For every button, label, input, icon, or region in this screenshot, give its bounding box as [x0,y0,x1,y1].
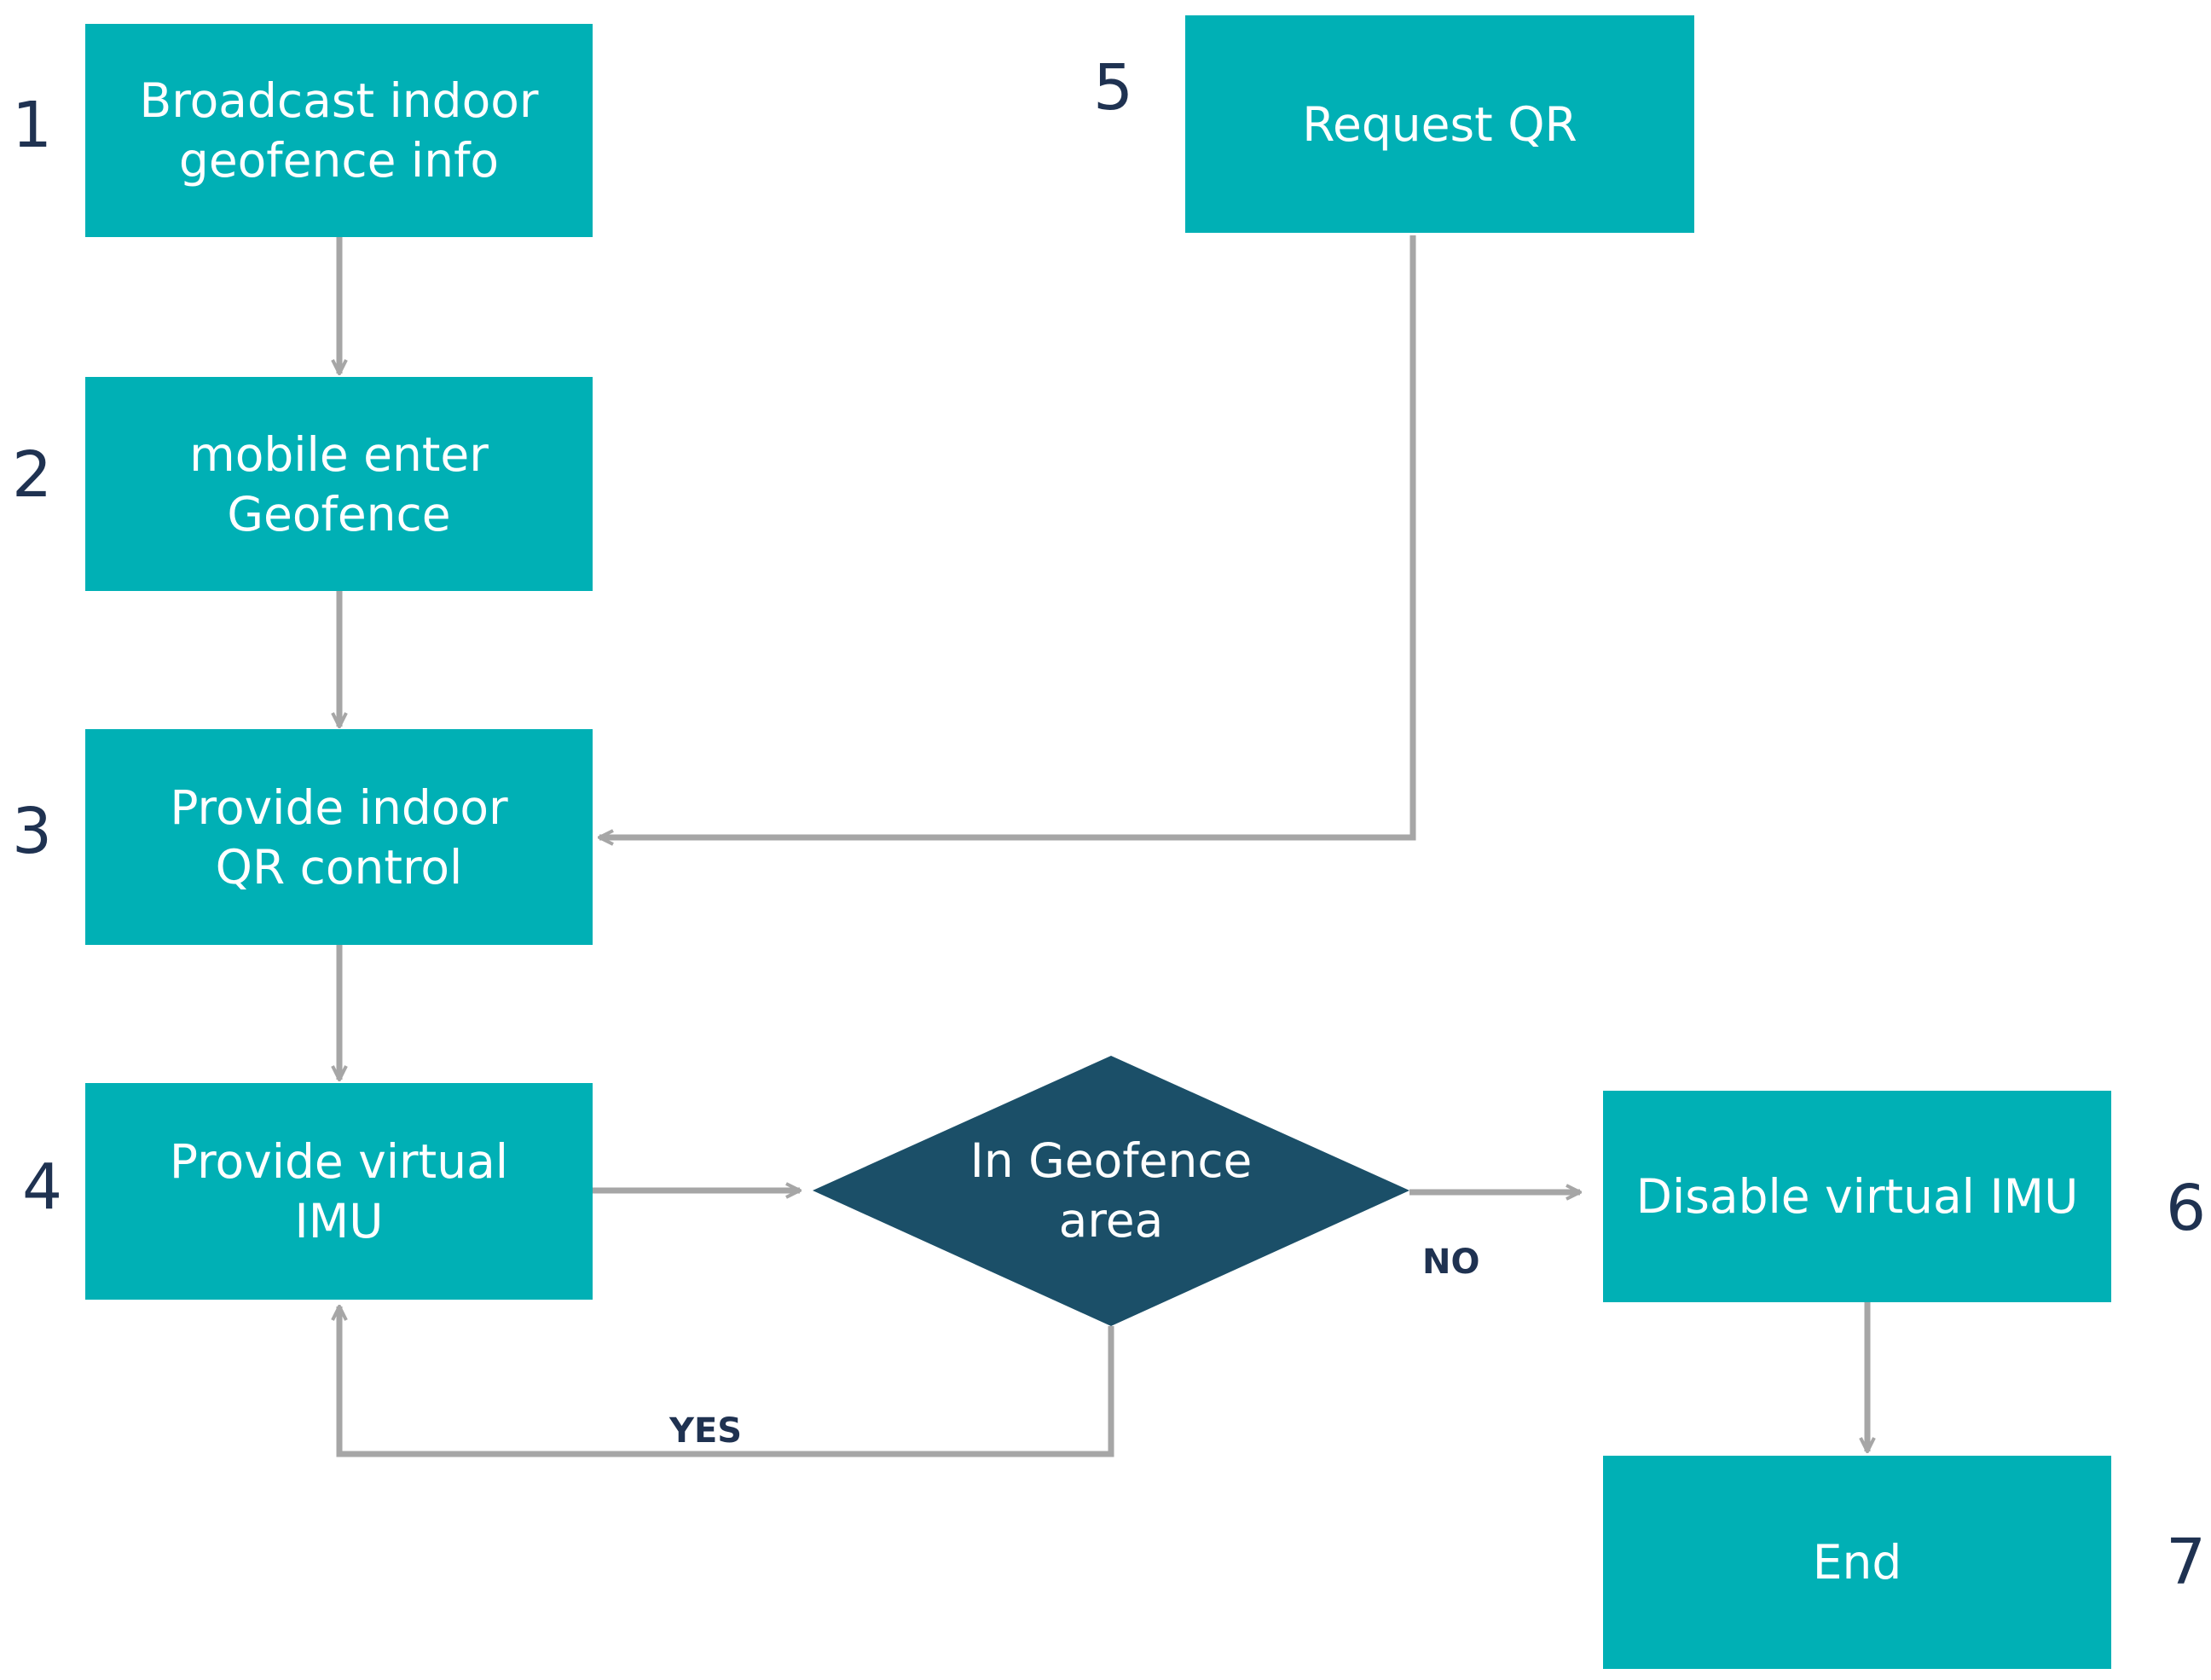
box-broadcast-geofence-info: Broadcast indoor geofence info [85,24,593,237]
step-number-3: 3 [12,795,53,868]
arrow-decision-yes-to-4 [339,1306,1114,1457]
box-disable-virtual-imu: Disable virtual IMU [1603,1091,2111,1302]
step-number-5: 5 [1093,51,1134,125]
box-provide-qr-control: Provide indoor QR control [85,729,593,945]
box-mobile-enter-geofence: mobile enter Geofence [85,377,593,591]
box-provide-virtual-imu: Provide virtual IMU [85,1083,593,1300]
box-request-qr: Request QR [1185,15,1694,233]
decision-diamond [813,1056,1409,1326]
box-end: End [1603,1456,2111,1669]
step-number-6: 6 [2166,1172,2207,1245]
edge-label-no: NO [1422,1243,1480,1282]
step-number-1: 1 [12,89,53,162]
decision-label: In Geofence area [969,1133,1253,1248]
step-number-2: 2 [12,438,53,512]
step-number-7: 7 [2166,1526,2207,1599]
step-number-4: 4 [22,1150,63,1224]
edge-label-yes: YES [669,1411,743,1451]
arrow-5-to-3 [599,235,1416,837]
